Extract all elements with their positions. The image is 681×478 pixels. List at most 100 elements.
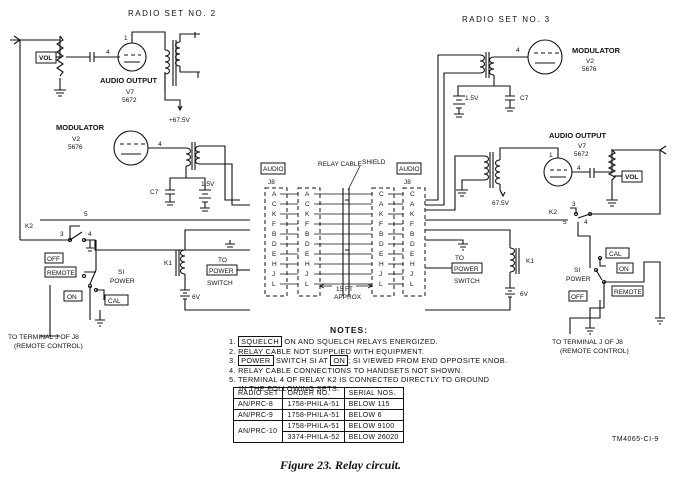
audio-output-tube-right — [543, 157, 573, 187]
plug-right-pin-l: L — [379, 281, 383, 288]
note-1-squelch-box: SQUELCH — [238, 336, 282, 348]
j8-left-pin-e: E — [272, 251, 277, 258]
j8-left-pin-c: C — [272, 201, 277, 208]
modulator-transformer-left — [185, 142, 201, 170]
audio-box-right: AUDIO — [399, 166, 420, 173]
audio-output-tube-left — [117, 42, 147, 72]
to-label-right: TO — [455, 255, 464, 262]
plug-right-pin-e: E — [379, 251, 384, 258]
table-cell: 3374-PHILA-52 — [282, 431, 345, 443]
j8-left-pin-f: F — [272, 221, 276, 228]
pin-1-right: 1 — [549, 152, 553, 159]
output-transformer-left — [164, 40, 181, 90]
j8-right-pin-b: B — [410, 231, 414, 238]
audio-output-label-right: AUDIO OUTPUT — [549, 131, 607, 140]
cal-label-right: CAL — [609, 251, 622, 258]
j8-connector-right — [402, 187, 426, 297]
j8-left-pin-a: A — [272, 191, 277, 198]
radio-set-3-title: RADIO SET NO. 3 — [462, 15, 551, 24]
plug-left-pin-c: C — [305, 201, 310, 208]
note-3-text-a: SWITCH SI AT — [275, 356, 329, 366]
v1-5-label-left: 1.5V — [201, 181, 215, 188]
j8-label-right: J8 — [404, 179, 411, 186]
note-4: 4. RELAY CABLE CONNECTIONS TO HANDSETS N… — [229, 365, 463, 375]
j8-left-pin-d: D — [272, 241, 277, 248]
table-cell: BELOW 6 — [343, 409, 404, 421]
v7-label-left: V7 — [126, 89, 134, 96]
v7-label-right: V7 — [578, 143, 586, 150]
relay-cable-plug-right — [371, 187, 395, 297]
plug-right-pin-k: K — [379, 211, 384, 218]
notes-block: NOTES: 1. SQUELCH ON AND SQUELCH RELAYS … — [229, 325, 529, 394]
on-label-right: ON — [619, 266, 629, 273]
k1-label-left: K1 — [164, 260, 172, 267]
figure-id: TM4065-CI-9 — [612, 436, 659, 443]
off-label-left: OFF — [47, 256, 60, 263]
on-label-left: ON — [67, 294, 77, 301]
note-1-text: ON AND SQUELCH RELAYS ENERGIZED. — [284, 337, 438, 347]
plug-right-pin-j: J — [379, 271, 382, 278]
power-box-right: POWER — [454, 266, 479, 273]
j8-left-pin-h: H — [272, 261, 277, 268]
to-terminal-j8-right: TO TERMINAL J OF J8 — [552, 339, 623, 346]
plug-left-pin-e: E — [305, 251, 310, 258]
relay-cable-label: RELAY CABLE — [318, 161, 363, 168]
pin-4-right: 4 — [577, 165, 581, 172]
modulator-label-left: MODULATOR — [56, 123, 105, 132]
v1-5-label-right: 1.5V — [465, 95, 479, 102]
j8-left-pin-j: J — [272, 271, 275, 278]
s1-power-label-right: POWER — [566, 276, 591, 283]
c7-label-right: C7 — [520, 95, 529, 102]
note-3-number: 3. — [229, 356, 236, 366]
6v-label-left: 6V — [192, 294, 201, 301]
table-cell: AN/PRC-10 — [232, 420, 284, 443]
plug-right-pin-h: H — [379, 261, 384, 268]
cal-label-left: CAL — [108, 298, 121, 305]
plug-right-pin-c: C — [379, 191, 384, 198]
modulator-pin-4-left: 4 — [158, 141, 162, 148]
v2-label-left: V2 — [72, 136, 80, 143]
plus-67-5v-label: +67.5V — [169, 117, 190, 124]
notes-title: NOTES: — [329, 325, 369, 335]
output-transformer-right — [483, 152, 501, 188]
pin-4-left: 4 — [106, 49, 110, 56]
j8-left-pin-l: L — [272, 281, 276, 288]
j8-right-pin-d: D — [410, 241, 415, 248]
table-row: AN/PRC-10 1758-PHILA-51 BELOW 9100 — [232, 420, 404, 443]
table-cell: AN/PRC-8 — [232, 398, 284, 410]
serial-table: RADIO SET ORDER NO. SERIAL NOS. AN/PRC-8… — [232, 387, 404, 443]
67-5v-label-right: 67.5V — [492, 200, 510, 207]
relay-cable-plug-left — [297, 187, 321, 297]
c7-label-left: C7 — [150, 189, 159, 196]
volume-potentiometer-right — [607, 148, 617, 196]
remote-control-right: (REMOTE CONTROL) — [560, 348, 629, 355]
plug-left-pin-h: H — [305, 261, 310, 268]
c7-capacitor-right — [505, 95, 515, 112]
tube-5672-right: 5672 — [574, 151, 589, 158]
c7-capacitor-left — [165, 189, 175, 206]
k2-pin-5-left: 5 — [84, 211, 88, 218]
table-cell: 1758-PHILA-51 — [282, 409, 345, 421]
note-3: 3. POWER SWITCH SI AT ON; SI VIEWED FROM… — [229, 355, 529, 367]
table-header-row: RADIO SET ORDER NO. SERIAL NOS. — [232, 387, 404, 399]
j8-left-pin-k: K — [272, 211, 277, 218]
remote-label-left: REMOTE — [47, 270, 75, 277]
v2-label-right: V2 — [586, 58, 594, 65]
shield-label: SHIELD — [362, 159, 386, 166]
to-label-left: TO — [218, 257, 227, 264]
k2-pin-5-right: 5 — [563, 219, 567, 226]
k1-relay-coil-right — [509, 247, 520, 274]
k2-pin-3-left: 3 — [60, 231, 64, 238]
j8-right-pin-l: L — [410, 281, 414, 288]
remote-control-left: (REMOTE CONTROL) — [14, 343, 83, 350]
radio-set-2-title: RADIO SET NO. 2 — [128, 9, 217, 18]
tube-5672-left: 5672 — [122, 97, 137, 104]
plug-left-pin-b: B — [305, 231, 309, 238]
6v-label-right: 6V — [520, 291, 529, 298]
remote-label-right: REMOTE — [614, 289, 642, 296]
note-1: 1. SQUELCH ON AND SQUELCH RELAYS ENERGIZ… — [229, 336, 529, 348]
note-1-number: 1. — [229, 337, 236, 347]
